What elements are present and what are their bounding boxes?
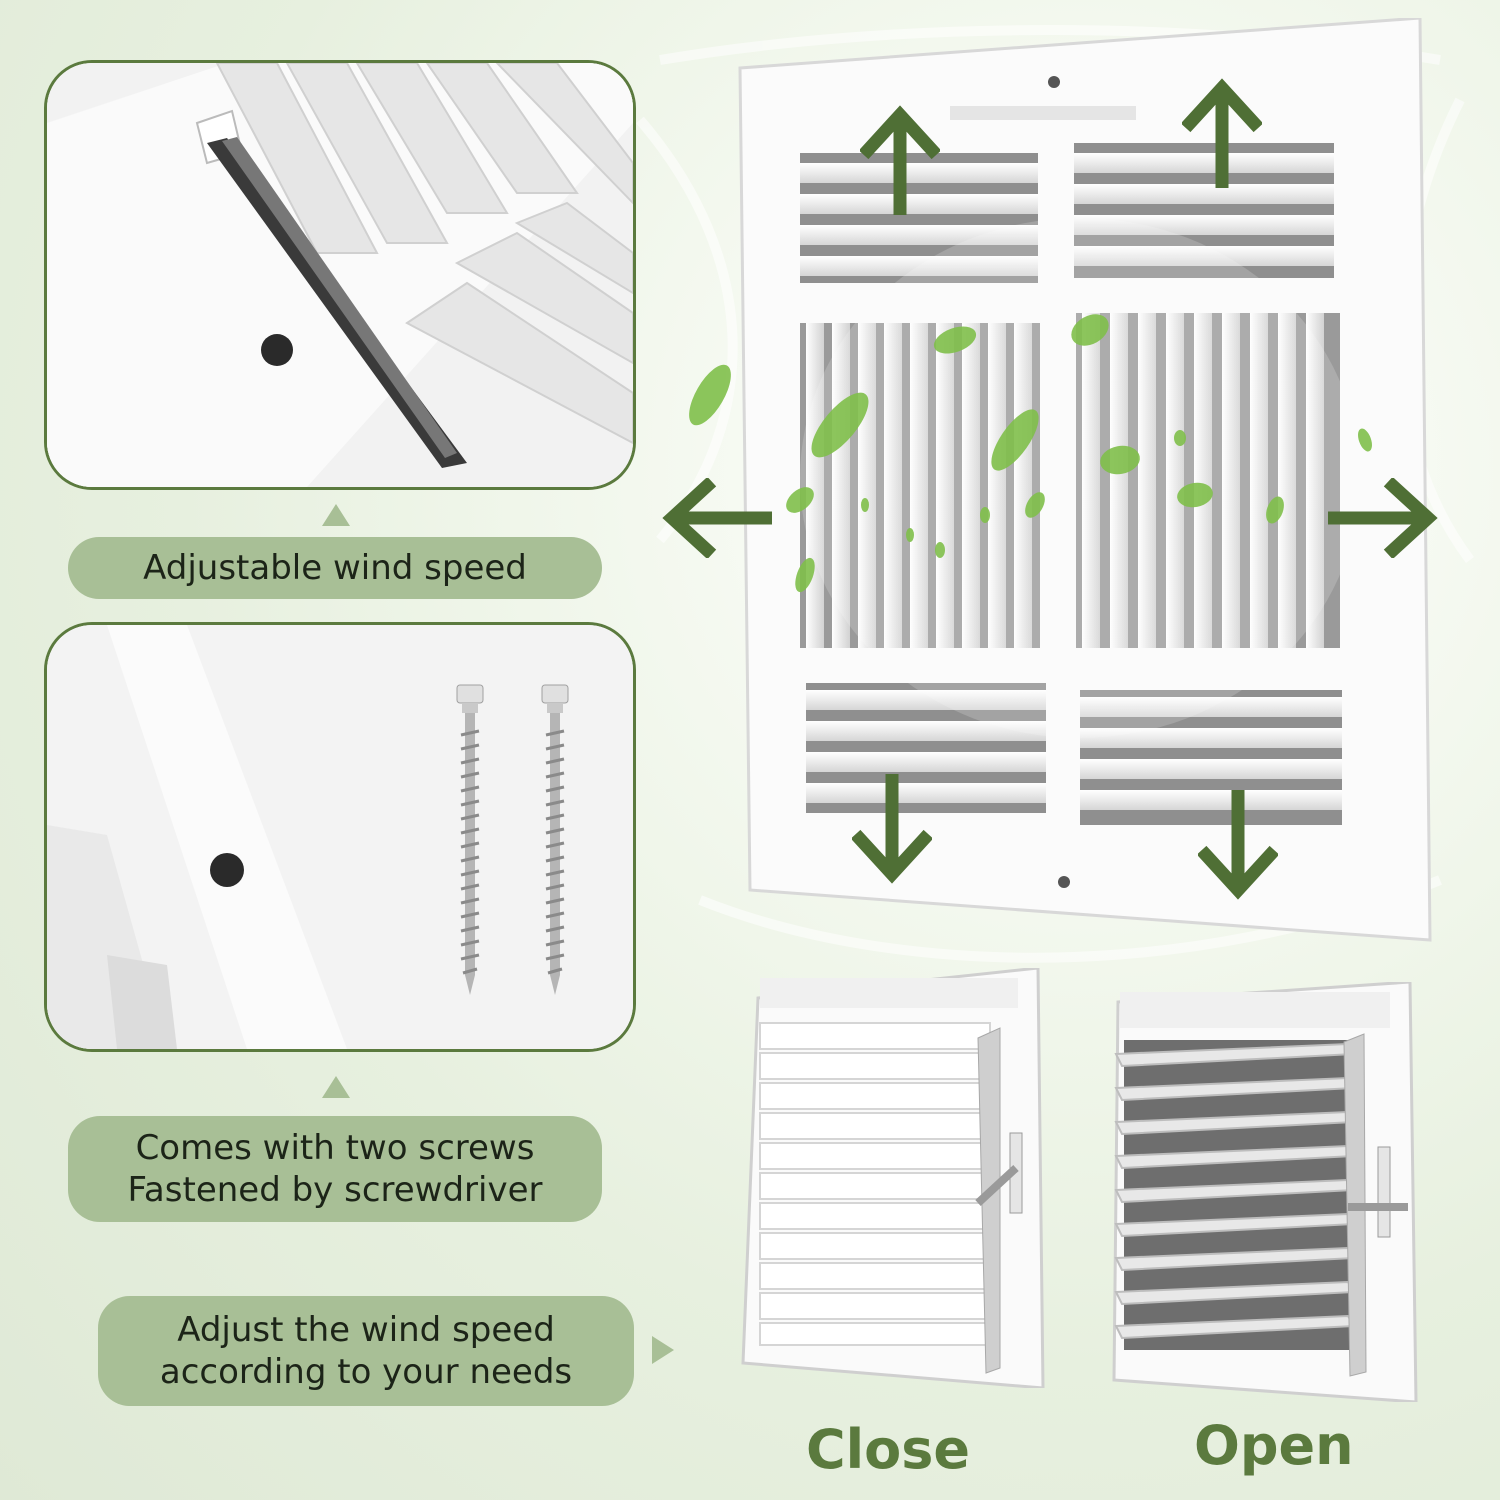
arrow-up-icon: [1182, 78, 1262, 188]
adjust-text-line1: Adjust the wind speed: [177, 1310, 555, 1350]
screw-2: [541, 684, 569, 995]
adjust-wind-speed-label: Adjust the wind speed according to your …: [98, 1296, 634, 1406]
open-vent-illustration: [1112, 982, 1418, 1402]
closed-vent-illustration: [741, 968, 1045, 1388]
arrow-up-icon: [860, 105, 940, 215]
middle-right-louvers: [1076, 313, 1340, 648]
top-left-louvers: [800, 153, 1038, 283]
pointer-right-triangle: [652, 1336, 674, 1364]
arrow-left-icon: [662, 478, 772, 558]
arrow-down-icon: [852, 774, 932, 884]
pointer-up-triangle: [322, 504, 350, 526]
leaves-decoration: [689, 314, 1372, 593]
screw-1: [456, 684, 484, 995]
open-caption: Open: [1194, 1414, 1354, 1477]
leaf-icon: [811, 392, 869, 458]
vent-grille-illustration: [738, 18, 1432, 942]
bottom-left-louvers: [806, 683, 1046, 813]
damper-closeup-illustration: [47, 63, 633, 487]
arrow-right-icon: [1328, 478, 1438, 558]
screws-text-line1: Comes with two screws: [135, 1128, 535, 1168]
close-caption: Close: [806, 1418, 971, 1481]
pointer-up-triangle-2: [322, 1076, 350, 1098]
damper-closeup-panel: [44, 60, 636, 490]
adjustable-wind-speed-text: Adjustable wind speed: [143, 548, 527, 588]
middle-left-louvers: [800, 323, 1040, 648]
adjustable-wind-speed-label: Adjustable wind speed: [68, 537, 602, 599]
screws-panel: [44, 622, 636, 1052]
screws-text-line2: Fastened by screwdriver: [127, 1170, 543, 1210]
top-right-louvers: [1074, 143, 1334, 278]
screws-illustration: [47, 625, 633, 1049]
arrow-down-icon: [1198, 790, 1278, 900]
adjust-text-line2: according to your needs: [159, 1352, 573, 1392]
screws-label: Comes with two screws Fastened by screwd…: [68, 1116, 602, 1222]
bottom-right-louvers: [1080, 690, 1342, 825]
